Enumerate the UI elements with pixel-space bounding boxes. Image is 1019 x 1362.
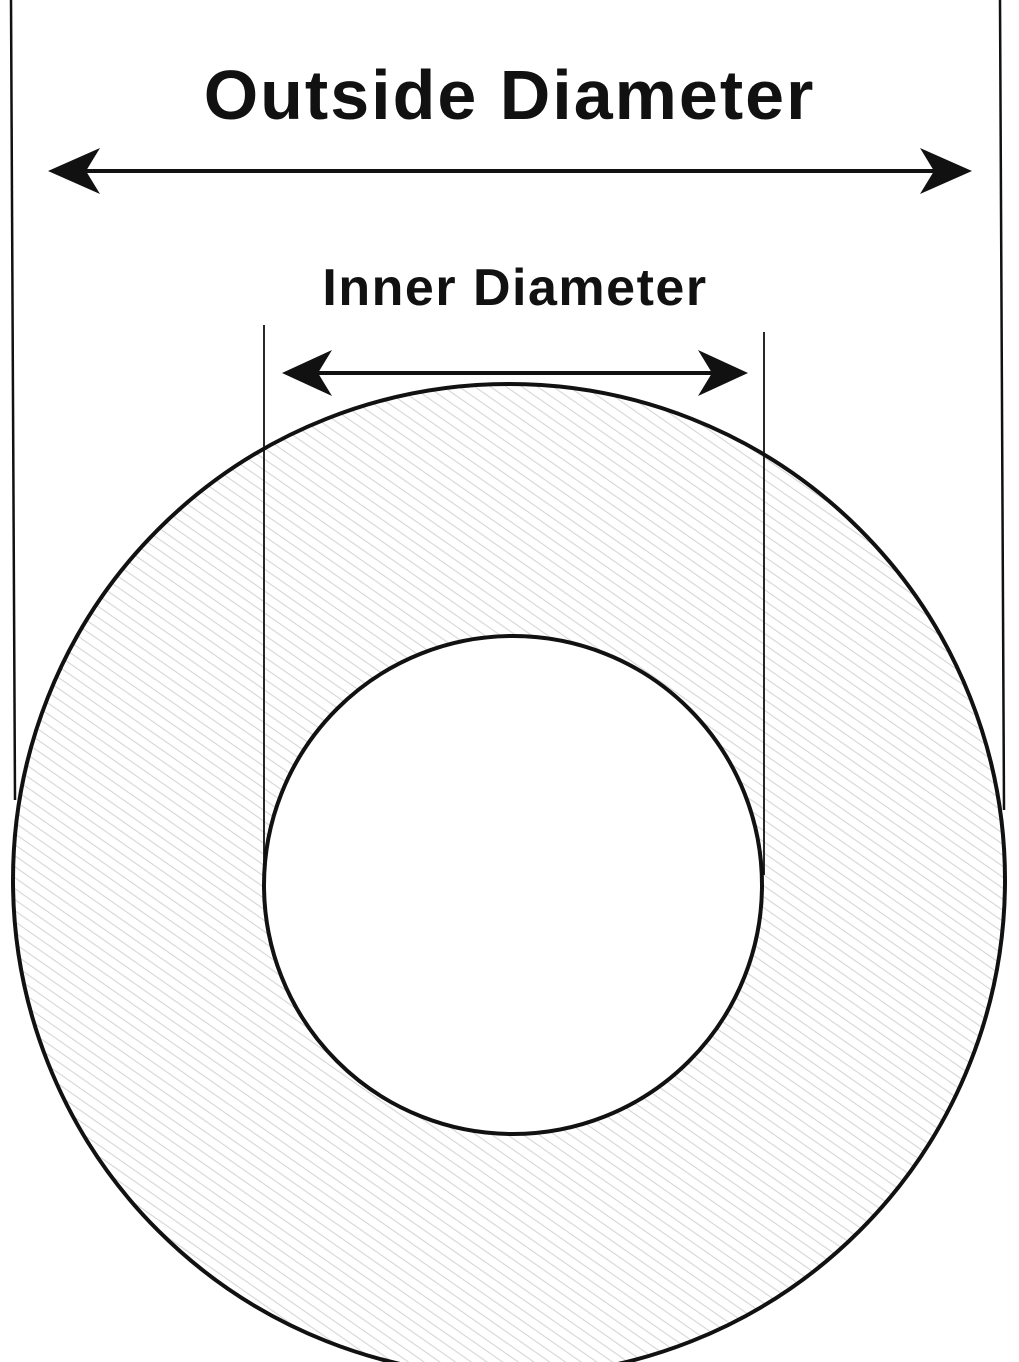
outside-diameter-arrow — [48, 148, 972, 194]
outer-circle — [11, 382, 1007, 1362]
inner-circle — [262, 634, 764, 1136]
inner-diameter-label: Inner Diameter — [322, 259, 708, 317]
outer-extension-line-right — [998, 0, 1006, 811]
outer-extension-line-left — [9, 0, 17, 801]
inner-diameter-arrow — [282, 350, 748, 396]
outside-diameter-label: Outside Diameter — [203, 56, 816, 134]
